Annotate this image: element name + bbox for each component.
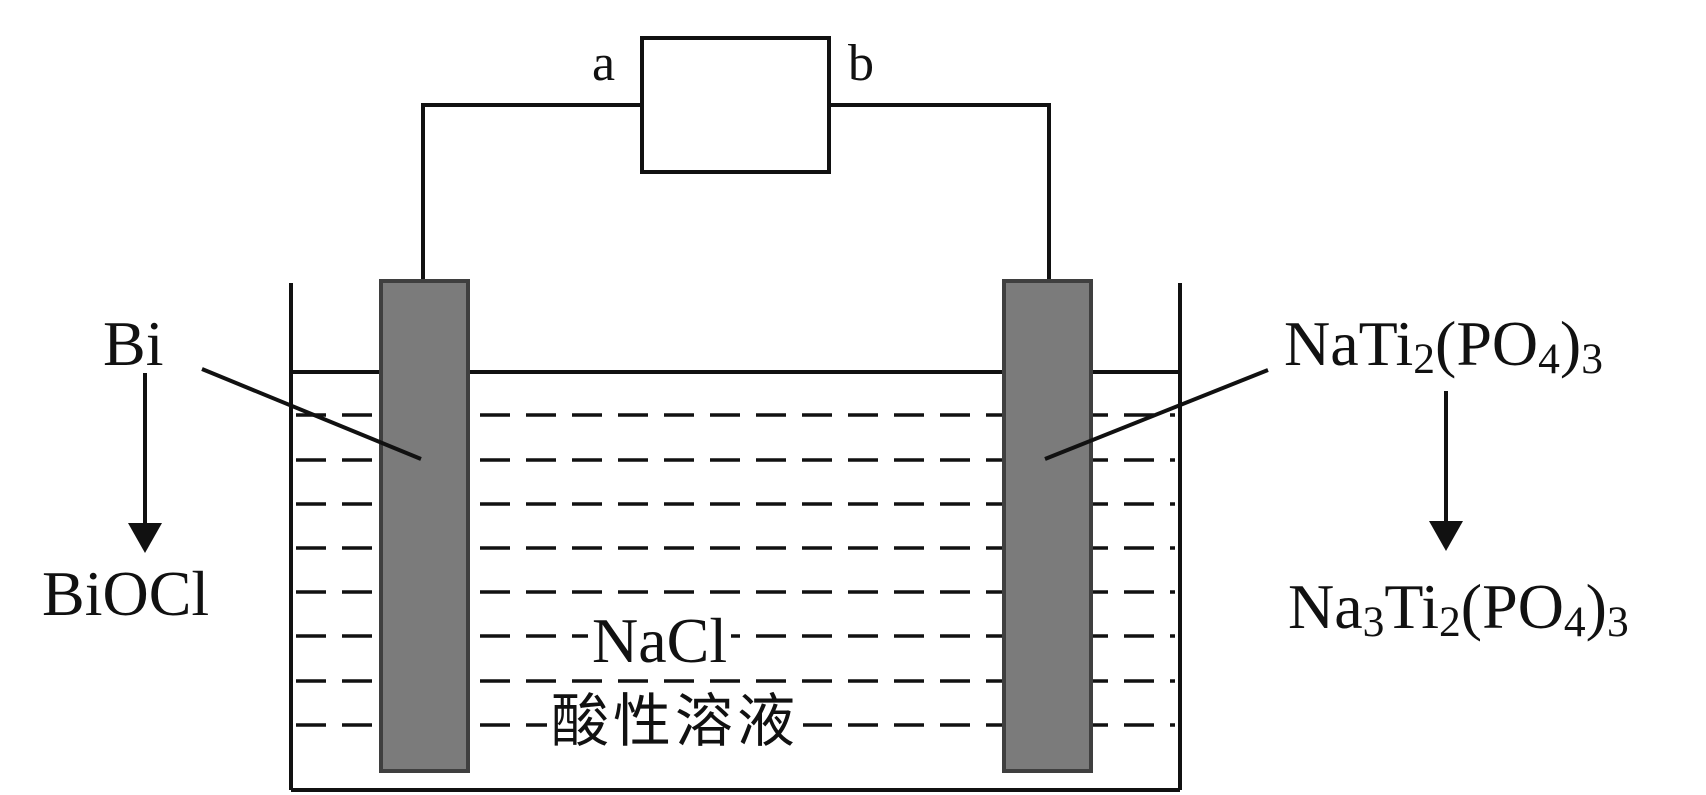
formula-subscript: 2 <box>1413 334 1436 383</box>
right-electrode-pointer <box>1044 368 1269 461</box>
formula-subscript: 4 <box>1563 597 1586 646</box>
left-electrode-material: Bi <box>103 308 164 379</box>
right-reaction-arrowhead <box>1429 521 1463 551</box>
formula-subscript: 2 <box>1439 597 1461 646</box>
left-electrode-pointer <box>201 367 422 461</box>
formula-text: (PO <box>1460 571 1564 642</box>
formula-text: NaTi <box>1284 308 1414 379</box>
formula-text: Na <box>1288 571 1363 642</box>
formula-subscript: 3 <box>1362 597 1385 646</box>
terminal-b-label: b <box>848 35 874 92</box>
formula-text: ) <box>1585 571 1607 642</box>
right-electrode-product: Na3Ti2(PO4)3 <box>1288 575 1629 644</box>
right-electrode-material: NaTi2(PO4)3 <box>1284 312 1603 381</box>
left-electrode-product: BiOCl <box>42 558 210 629</box>
terminal-a-label: a <box>592 35 616 92</box>
left-electrode <box>379 279 470 773</box>
left-reaction-arrowhead <box>128 523 162 553</box>
left-circuit-wire <box>421 103 642 280</box>
electrodes <box>379 279 1093 773</box>
reaction-arrows <box>128 373 1463 553</box>
external-circuit <box>421 36 1051 280</box>
formula-text: Ti <box>1384 571 1440 642</box>
formula-subscript: 3 <box>1606 597 1629 646</box>
electrolyte-description: 酸性溶液 <box>547 692 804 750</box>
electrolyte-formula: NaCl <box>588 609 732 673</box>
right-circuit-wire <box>829 103 1051 280</box>
formula-subscript: 4 <box>1538 334 1560 383</box>
formula-text: ) <box>1559 308 1582 379</box>
formula-text: (PO <box>1435 308 1539 379</box>
leader-lines <box>201 367 1269 461</box>
right-electrode <box>1002 279 1093 773</box>
power-source-box <box>640 36 831 174</box>
formula-subscript: 3 <box>1581 334 1603 383</box>
